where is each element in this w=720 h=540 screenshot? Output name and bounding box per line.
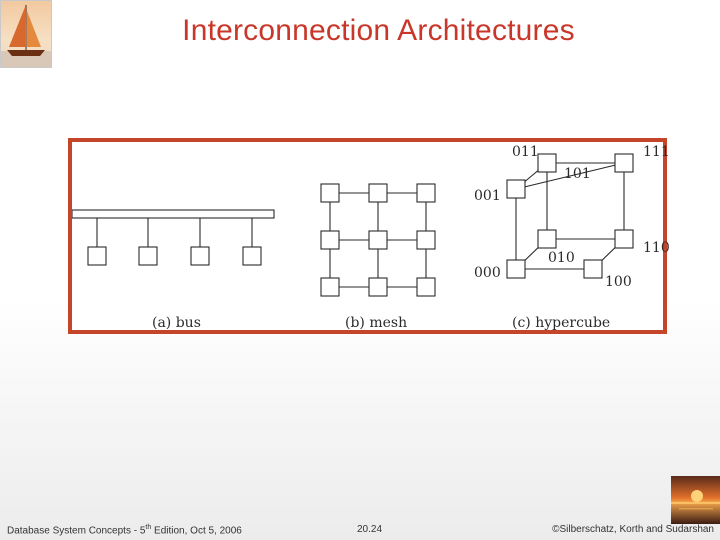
mesh-node — [416, 230, 436, 250]
sailboat-logo — [0, 0, 52, 68]
label-110: 110 — [643, 240, 670, 256]
label-011: 011 — [512, 144, 539, 160]
label-001: 001 — [474, 188, 501, 204]
footer-book-sup: th — [145, 524, 152, 531]
hypercube-node-001 — [506, 179, 526, 199]
label-100: 100 — [605, 274, 632, 290]
hypercube-node-100 — [583, 259, 603, 279]
hypercube-diagram — [506, 153, 634, 279]
bus-diagram — [72, 209, 275, 266]
architecture-diagrams — [72, 153, 634, 297]
hypercube-node-000 — [506, 259, 526, 279]
label-111: 111 — [643, 144, 670, 160]
bus-node — [190, 246, 210, 266]
mesh-node — [416, 183, 436, 203]
hypercube-node-111 — [614, 153, 634, 173]
caption-hypercube: (c) hypercube — [512, 315, 611, 331]
mesh-node — [368, 277, 388, 297]
hypercube-node-110 — [614, 229, 634, 249]
bus-node — [242, 246, 262, 266]
bus-node — [87, 246, 107, 266]
footer-page-number: 20.24 — [357, 524, 383, 535]
mesh-node — [368, 183, 388, 203]
slide-title: Interconnection Architectures — [182, 14, 575, 47]
interconnection-figure: 011 111 101 001 110 010 000 100 (a) bus … — [68, 138, 670, 334]
sunset-logo — [671, 476, 720, 524]
mesh-node — [320, 183, 340, 203]
label-000: 000 — [474, 265, 501, 281]
mesh-node — [320, 277, 340, 297]
caption-mesh: (b) mesh — [345, 315, 408, 331]
label-010: 010 — [548, 250, 575, 266]
mesh-diagram — [320, 183, 436, 297]
footer-book-info: Database System Concepts - 5th Edition, … — [7, 524, 242, 536]
bus-node — [138, 246, 158, 266]
label-101: 101 — [564, 166, 591, 182]
mesh-node — [320, 230, 340, 250]
hypercube-node-011 — [537, 153, 557, 173]
caption-bus: (a) bus — [152, 315, 201, 331]
footer-book-suffix: Edition, Oct 5, 2006 — [151, 525, 242, 537]
mesh-node — [368, 230, 388, 250]
footer-book-prefix: Database System Concepts - 5 — [7, 525, 146, 537]
bus-line — [72, 209, 275, 219]
mesh-node — [416, 277, 436, 297]
footer-copyright: ©Silberschatz, Korth and Sudarshan — [552, 524, 714, 535]
hypercube-node-010 — [537, 229, 557, 249]
